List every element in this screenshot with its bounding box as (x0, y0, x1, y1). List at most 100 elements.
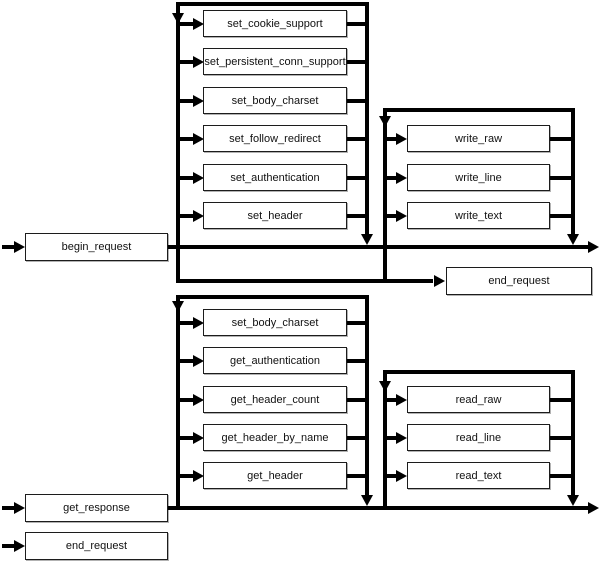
read-loop-right-line (571, 370, 575, 495)
node-end-request-bottom: end_request (25, 532, 168, 560)
node-out-line (347, 136, 367, 141)
node-out-line (347, 21, 367, 26)
node-in-arrow-icon (193, 55, 204, 68)
read-loop-left-line (383, 370, 387, 510)
get-response-entry-arrow-icon (14, 502, 25, 514)
request-main-line (168, 245, 588, 249)
request-loop-left-line (176, 2, 180, 283)
response-main-arrow-icon (588, 502, 599, 514)
get-response-entry-line (2, 506, 15, 510)
node-out-line (347, 435, 367, 440)
node-end-request-top: end_request (446, 267, 592, 295)
node-begin-request: begin_request (25, 233, 168, 261)
node-out-line (347, 213, 367, 218)
response-main-line (168, 506, 588, 510)
node-in-line (180, 435, 194, 440)
node-in-arrow-icon (193, 209, 204, 222)
node-read-raw: read_raw (407, 386, 550, 413)
node-out-line (347, 320, 367, 325)
node-in-arrow-icon (396, 171, 407, 184)
node-in-arrow-icon (396, 393, 407, 406)
node-in-line (180, 98, 194, 103)
node-get-header-by-name: get_header_by_name (203, 424, 347, 451)
request-loop-right-line (365, 2, 369, 234)
request-loop-exit-arrow-icon (361, 234, 373, 245)
node-in-line (180, 136, 194, 141)
node-in-arrow-icon (193, 171, 204, 184)
node-get-authentication: get_authentication (203, 347, 347, 374)
write-loop-left-line (383, 108, 387, 283)
response-loop-left-line (176, 295, 180, 510)
write-loop-right-line (571, 108, 575, 234)
write-loop-return-arrow-icon (379, 116, 391, 127)
node-out-line (550, 175, 573, 180)
node-in-arrow-icon (396, 132, 407, 145)
begin-request-entry-line (2, 245, 15, 249)
node-set-body-charset-response: set_body_charset (203, 309, 347, 336)
end-request-line (176, 279, 433, 283)
node-set-cookie-support: set_cookie_support (203, 10, 347, 37)
node-out-line (550, 397, 573, 402)
node-in-line (387, 435, 397, 440)
node-set-authentication: set_authentication (203, 164, 347, 191)
node-out-line (550, 473, 573, 478)
node-set-body-charset-request: set_body_charset (203, 87, 347, 114)
read-loop-top-line (383, 370, 575, 374)
node-out-line (347, 397, 367, 402)
node-in-arrow-icon (193, 469, 204, 482)
request-loop-top-line (176, 2, 369, 6)
node-in-line (180, 213, 194, 218)
response-loop-exit-arrow-icon (361, 495, 373, 506)
end-request-bottom-entry-arrow-icon (14, 540, 25, 552)
node-in-line (180, 320, 194, 325)
node-in-arrow-icon (193, 132, 204, 145)
read-loop-exit-arrow-icon (567, 495, 579, 506)
end-request-bottom-entry-line (2, 544, 15, 548)
node-in-line (180, 59, 194, 64)
node-read-text: read_text (407, 462, 550, 489)
response-loop-top-line (176, 295, 369, 299)
node-read-line: read_line (407, 424, 550, 451)
response-loop-right-line (365, 295, 369, 495)
node-out-line (347, 473, 367, 478)
node-get-response: get_response (25, 494, 168, 522)
write-loop-exit-arrow-icon (567, 234, 579, 245)
request-main-arrow-icon (588, 241, 599, 253)
response-loop-return-arrow-icon (172, 301, 184, 312)
node-write-line: write_line (407, 164, 550, 191)
node-in-arrow-icon (193, 316, 204, 329)
node-in-line (387, 213, 397, 218)
node-out-line (347, 59, 367, 64)
end-request-arrow-icon (434, 275, 445, 287)
node-in-line (180, 397, 194, 402)
node-out-line (550, 435, 573, 440)
read-loop-return-arrow-icon (379, 381, 391, 392)
node-set-persistent-conn-support: set_persistent_conn_support (203, 48, 347, 75)
node-in-line (180, 175, 194, 180)
node-write-raw: write_raw (407, 125, 550, 152)
node-write-text: write_text (407, 202, 550, 229)
node-in-line (180, 21, 194, 26)
node-in-arrow-icon (193, 393, 204, 406)
node-in-line (387, 175, 397, 180)
node-get-header-count: get_header_count (203, 386, 347, 413)
node-in-arrow-icon (193, 94, 204, 107)
node-out-line (347, 358, 367, 363)
begin-request-entry-arrow-icon (14, 241, 25, 253)
node-in-line (180, 473, 194, 478)
node-in-arrow-icon (396, 209, 407, 222)
node-in-arrow-icon (396, 469, 407, 482)
request-loop-return-arrow-icon (172, 13, 184, 24)
node-in-arrow-icon (193, 431, 204, 444)
node-get-header: get_header (203, 462, 347, 489)
node-set-header: set_header (203, 202, 347, 229)
node-set-follow-redirect: set_follow_redirect (203, 125, 347, 152)
node-in-line (387, 473, 397, 478)
node-in-line (180, 358, 194, 363)
node-out-line (347, 98, 367, 103)
node-in-line (387, 136, 397, 141)
node-out-line (550, 136, 573, 141)
write-loop-top-line (383, 108, 575, 112)
node-in-arrow-icon (193, 17, 204, 30)
